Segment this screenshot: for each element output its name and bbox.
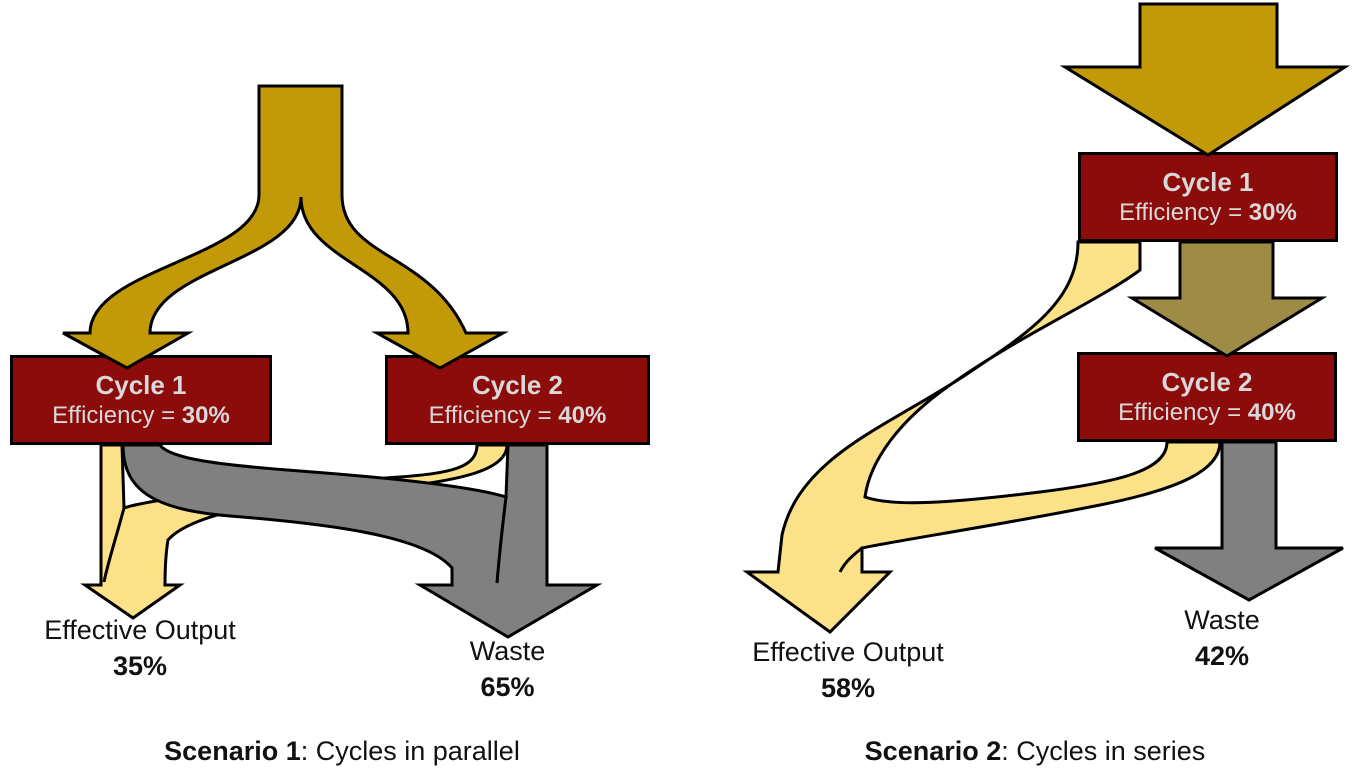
scenario1-cycle1-title: Cycle 1 — [95, 369, 187, 400]
efficiency-label: Efficiency = — [1119, 199, 1249, 227]
scenario1-input-split-arrow — [62, 84, 509, 370]
scenario1-caption-bold: Scenario 1 — [164, 736, 301, 766]
scenario1-cycle1-efficiency: Efficiency = 30% — [52, 401, 230, 431]
scenario2-yellow-merge-seam — [838, 546, 863, 573]
scenario2-waste-arrow — [1154, 440, 1344, 602]
scenario2-input-arrow — [1059, 2, 1351, 157]
waste-text: Waste — [469, 636, 546, 666]
scenario2-cycle1-efficiency: Efficiency = 30% — [1119, 198, 1297, 228]
scenario1-cycle1-box: Cycle 1 Efficiency = 30% — [10, 355, 272, 445]
scenario2-cycle2-box: Cycle 2 Efficiency = 40% — [1077, 352, 1337, 442]
waste-value: 42% — [1194, 641, 1250, 671]
scenario2-waste-label: Waste 42% — [1122, 602, 1322, 674]
efficiency-label: Efficiency = — [428, 402, 559, 430]
effective-output-text: Effective Output — [44, 615, 236, 645]
scenario1-caption: Scenario 1: Cycles in parallel — [92, 735, 592, 767]
efficiency-value: 30% — [181, 402, 230, 430]
scenario2-cycle2-efficiency: Efficiency = 40% — [1118, 398, 1296, 428]
scenario2-cycle1-title: Cycle 1 — [1162, 166, 1254, 197]
efficiency-label: Efficiency = — [1118, 399, 1248, 427]
efficiency-value: 30% — [1248, 199, 1297, 227]
scenario2-cycle2-title: Cycle 2 — [1161, 366, 1253, 397]
scenario1-effective-output-label: Effective Output 35% — [10, 612, 270, 684]
efficiency-value: 40% — [558, 402, 607, 430]
waste-value: 65% — [480, 672, 535, 702]
scenario2-effective-output-label: Effective Output 58% — [723, 634, 973, 706]
scenario1-cycle2-title: Cycle 2 — [471, 369, 564, 400]
scenario2-intercycle-arrow — [1126, 240, 1328, 358]
scenario1-caption-rest: : Cycles in parallel — [300, 736, 520, 766]
waste-text: Waste — [1184, 605, 1260, 635]
scenario2-caption-bold: Scenario 2 — [864, 736, 1002, 766]
scenario1-waste-label: Waste 65% — [395, 633, 620, 705]
scenario1-waste-flow — [121, 443, 603, 639]
scenario1-cycle2-efficiency: Efficiency = 40% — [429, 401, 607, 431]
efficiency-value: 40% — [1247, 399, 1296, 427]
scenario1-cycle2-box: Cycle 2 Efficiency = 40% — [385, 355, 650, 445]
effective-output-text: Effective Output — [752, 637, 944, 667]
scenario2-caption: Scenario 2: Cycles in series — [785, 735, 1285, 767]
scenario1-gray-merge-seam — [495, 496, 508, 584]
effective-output-value: 35% — [112, 651, 168, 681]
scenario2-caption-rest: : Cycles in series — [1001, 736, 1206, 766]
scenario1-effective-output-flow — [80, 443, 509, 620]
efficiency-label: Efficiency = — [52, 402, 182, 430]
scenario1-yellow-merge-seam — [102, 507, 126, 583]
effective-output-value: 58% — [820, 673, 876, 703]
scenario2-cycle1-box: Cycle 1 Efficiency = 30% — [1078, 152, 1338, 242]
